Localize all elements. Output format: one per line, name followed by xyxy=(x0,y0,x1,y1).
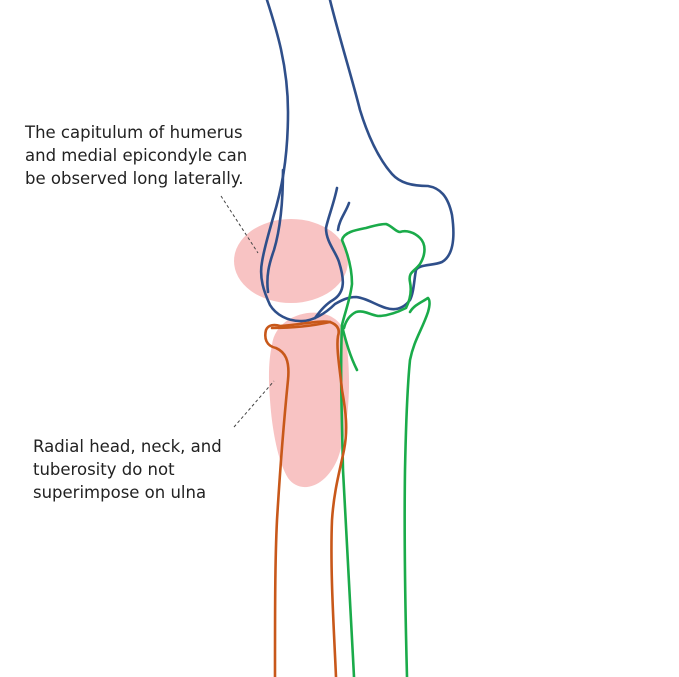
radial-head-highlight xyxy=(268,312,350,488)
annotation-line: superimpose on ulna xyxy=(33,483,207,502)
capitulum-annotation: The capitulum of humerus and medial epic… xyxy=(25,121,247,190)
ulna-shaft-posterior xyxy=(403,296,431,677)
radial-leader xyxy=(233,380,275,428)
radial-annotation: Radial head, neck, and tuberosity do not… xyxy=(33,435,222,504)
radius-head-contour xyxy=(264,320,348,677)
humerus-condyle-ridge xyxy=(336,201,351,232)
annotation-line: The capitulum of humerus xyxy=(25,123,243,142)
humerus-trochlea-ridge xyxy=(313,186,345,320)
ulna-coronoid-process xyxy=(340,324,359,372)
annotation-line: and medial epicondyle can xyxy=(25,146,248,165)
radius-outline xyxy=(264,320,348,677)
highlight-regions xyxy=(234,219,350,488)
annotation-line: be observed long laterally. xyxy=(25,169,244,188)
annotation-line: Radial head, neck, and xyxy=(33,437,222,456)
capitulum-highlight xyxy=(234,219,348,303)
humerus-medial-epicondyle xyxy=(266,168,285,294)
humerus-outline xyxy=(259,0,455,323)
radius-head-articular-surface xyxy=(270,320,332,330)
capitulum-leader xyxy=(220,195,259,254)
ulna-outline xyxy=(339,222,431,677)
humerus-posterior-contour xyxy=(259,0,455,323)
annotation-line: tuberosity do not xyxy=(33,460,175,479)
leader-lines xyxy=(220,195,275,428)
